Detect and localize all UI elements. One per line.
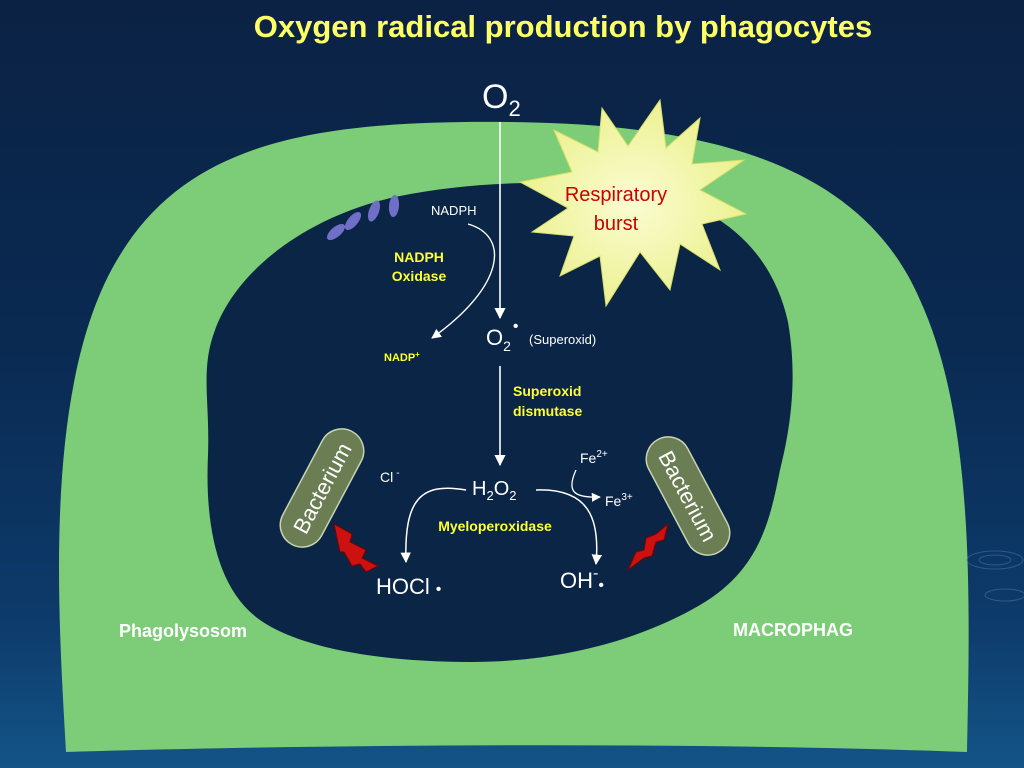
macrophage-label: MACROPHAG	[733, 620, 853, 640]
iron-2-label: Fe2+	[580, 449, 608, 466]
starburst-icon	[518, 98, 748, 308]
burst-label-line1: Respiratory	[565, 184, 667, 206]
iron-3-label: Fe3+	[605, 492, 633, 509]
phagolysosome-label: Phagolysosom	[119, 621, 247, 641]
arrow-fe2-to-fe3	[571, 469, 601, 502]
sod-line1: Superoxid	[513, 383, 581, 399]
hydrogen-peroxide: H2O2	[472, 478, 516, 503]
superoxide-name: (Superoxid)	[529, 332, 596, 347]
oxygen-molecule: O2	[482, 78, 521, 121]
lightning-bolt-icon	[626, 522, 669, 572]
arrow-h2o2-to-hydroxyl	[535, 489, 603, 566]
page-title: Oxygen radical production by phagocytes	[254, 9, 872, 44]
superoxide-molecule: O2•	[486, 318, 519, 354]
decorative-ripples	[966, 550, 1024, 602]
nadph-oxidase-line1: NADPH	[394, 249, 444, 265]
membrane-receptors	[326, 195, 400, 241]
sod-line2: dismutase	[513, 403, 582, 419]
chloride-ion: Cl-	[380, 468, 400, 485]
hypochlorous-acid: HOCl•	[376, 574, 441, 599]
arrow-nadph-to-nadp	[431, 223, 496, 339]
lightning-bolt-icon	[333, 523, 380, 573]
nadph-label: NADPH	[431, 203, 477, 218]
arrow-h2o2-to-hocl	[400, 487, 467, 564]
hydroxyl-radical: OH-•	[560, 565, 604, 594]
nadp-label: NADP+	[384, 350, 420, 364]
respiratory-burst: Respiratory burst	[518, 98, 748, 308]
burst-label-line2: burst	[594, 213, 639, 235]
myeloperoxidase-label: Myeloperoxidase	[438, 518, 552, 534]
nadph-oxidase-line2: Oxidase	[392, 268, 447, 284]
